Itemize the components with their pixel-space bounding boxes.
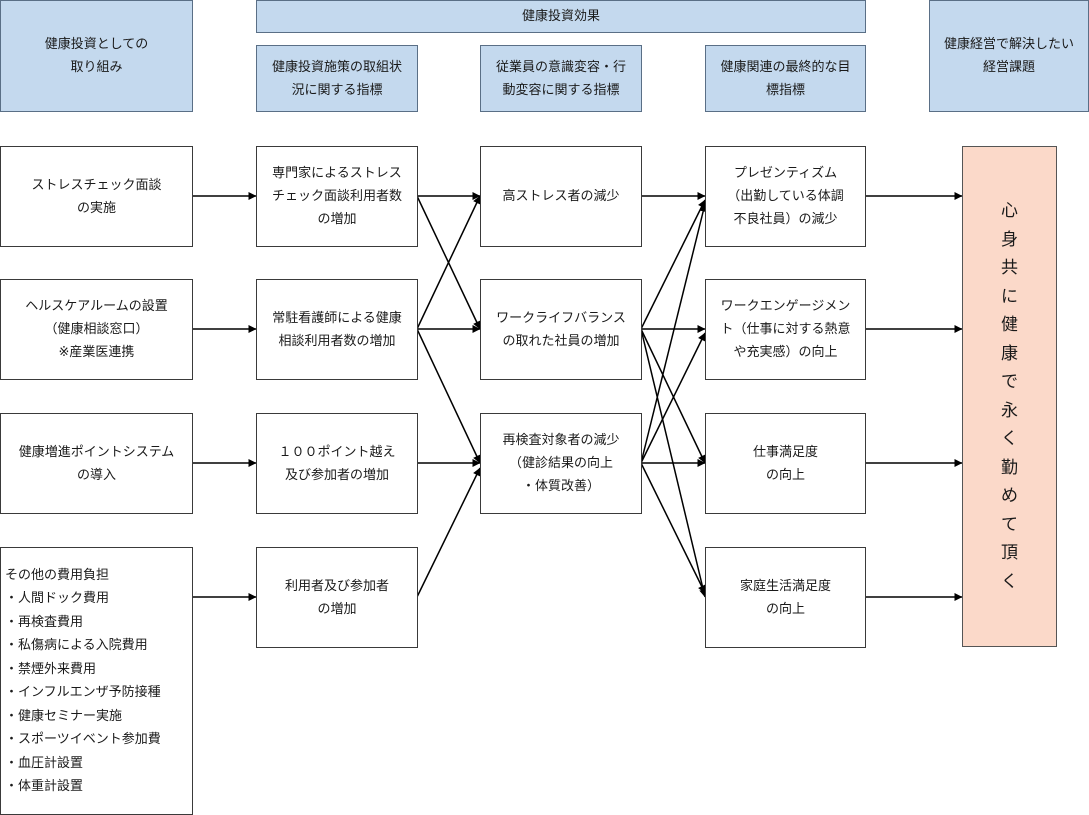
goal-char: 共	[1001, 258, 1018, 278]
arrow-nurse-to-reexam	[416, 328, 481, 464]
header-indicators-1-label: 健康投資施策の取組状 況に関する指標	[271, 59, 402, 98]
list-item: 健康セミナー実施	[5, 705, 161, 729]
header-initiatives-label: 健康投資としての 取り組み	[44, 37, 149, 75]
goal-char: に	[1001, 286, 1018, 307]
indicator-point-participants: １００ポイント越え 及び参加者の増加	[256, 413, 418, 514]
indicator-users-participants-label: 利用者及び参加者 の増加	[284, 578, 389, 617]
arrow-wlb-to-presenteeism	[640, 199, 706, 330]
header-effect: 健康投資効果	[256, 0, 866, 33]
list-item: 血圧計設置	[5, 752, 161, 776]
goal-char: て	[1001, 514, 1018, 535]
initiative-point-system-label: 健康増進ポイントシステム の導入	[18, 444, 175, 483]
initiative-stress-check-label: ストレスチェック面談 の実施	[31, 177, 162, 216]
list-item: 私傷病による入院費用	[5, 634, 161, 658]
list-item: 人間ドック費用	[5, 587, 161, 611]
initiative-healthcare-room: ヘルスケアルームの設置 （健康相談窓口） ※産業医連携	[0, 279, 193, 380]
initiative-healthcare-room-label: ヘルスケアルームの設置 （健康相談窓口） ※産業医連携	[25, 299, 168, 360]
goal-char: 健	[1001, 315, 1018, 335]
indicator-expert-interviews: 専門家によるストレス チェック面談利用者数 の増加	[256, 146, 418, 247]
list-item: 禁煙外来費用	[5, 658, 161, 682]
management-goal-text: 心 身 共 に 健 康 で 永 く 勤 め て 頂 く	[1001, 197, 1018, 596]
management-goal: 心 身 共 に 健 康 で 永 く 勤 め て 頂 く	[962, 146, 1057, 647]
header-indicators-1: 健康投資施策の取組状 況に関する指標	[256, 45, 418, 112]
goal-char: め	[1001, 486, 1018, 506]
header-indicators-2: 従業員の意識変容・行 動変容に関する指標	[480, 45, 642, 112]
indicator-nurse-consultations: 常駐看護師による健康 相談利用者数の増加	[256, 279, 418, 380]
header-effect-label: 健康投資効果	[521, 9, 600, 24]
other-costs-list: 人間ドック費用 再検査費用 私傷病による入院費用 禁煙外来費用 インフルエンザ予…	[5, 587, 161, 799]
indicator-work-engagement: ワークエンゲージメン ト（仕事に対する熱意 や充実感）の向上	[705, 279, 866, 380]
goal-char: 頂	[1001, 543, 1018, 563]
header-management: 健康経営で解決したい 経営課題	[929, 0, 1089, 112]
indicator-family-satisfaction-label: 家庭生活満足度 の向上	[739, 578, 831, 617]
other-costs-title: その他の費用負担	[5, 567, 110, 583]
initiative-point-system: 健康増進ポイントシステム の導入	[0, 413, 193, 514]
list-item: スポーツイベント参加費	[5, 728, 161, 752]
arrow-nurse-to-highstress	[416, 195, 481, 330]
header-management-label: 健康経営で解決したい 経営課題	[943, 37, 1074, 75]
arrow-users-to-reexam	[416, 467, 481, 598]
goal-char: 身	[1001, 229, 1018, 250]
goal-char: く	[1001, 429, 1018, 449]
indicator-reexamination: 再検査対象者の減少 （健診結果の向上 ・体質改善）	[480, 413, 642, 514]
indicator-reexamination-label: 再検査対象者の減少 （健診結果の向上 ・体質改善）	[502, 433, 620, 494]
indicator-expert-interviews-label: 専門家によるストレス チェック面談利用者数 の増加	[271, 166, 402, 227]
arrow-wlb-to-satisfaction	[640, 328, 706, 464]
list-item: 体重計設置	[5, 775, 161, 799]
indicator-work-engagement-label: ワークエンゲージメン ト（仕事に対する熱意 や充実感）の向上	[720, 299, 851, 360]
initiative-other-costs: その他の費用負担 人間ドック費用 再検査費用 私傷病による入院費用 禁煙外来費用…	[0, 547, 193, 815]
header-indicators-3: 健康関連の最終的な目 標指標	[705, 45, 866, 112]
indicator-high-stress: 高ストレス者の減少	[480, 146, 642, 247]
indicator-presenteeism-label: プレゼンティズム （出勤している体調 不良社員）の減少	[727, 166, 844, 227]
indicator-nurse-consultations-label: 常駐看護師による健康 相談利用者数の増加	[272, 310, 402, 349]
header-initiatives: 健康投資としての 取り組み	[0, 0, 193, 112]
indicator-work-life-balance: ワークライフバランス の取れた社員の増加	[480, 279, 642, 380]
arrow-reexam-to-family	[640, 462, 706, 594]
header-indicators-2-label: 従業員の意識変容・行 動変容に関する指標	[495, 59, 626, 98]
indicator-work-life-balance-label: ワークライフバランス の取れた社員の増加	[496, 310, 626, 349]
indicator-high-stress-label: 高ストレス者の減少	[502, 189, 620, 204]
indicator-presenteeism: プレゼンティズム （出勤している体調 不良社員）の減少	[705, 146, 866, 247]
goal-char: 心	[1001, 201, 1018, 221]
arrow-reexam-to-engagement	[640, 332, 706, 464]
arrow-reexam-to-presenteeism	[640, 203, 708, 464]
indicator-family-satisfaction: 家庭生活満足度 の向上	[705, 547, 866, 648]
goal-char: 康	[1001, 343, 1018, 364]
indicator-job-satisfaction-label: 仕事満足度 の向上	[752, 444, 818, 483]
list-item: 再検査費用	[5, 611, 161, 635]
goal-char: 勤	[1001, 457, 1018, 478]
indicator-point-participants-label: １００ポイント越え 及び参加者の増加	[278, 444, 396, 483]
goal-char: で	[1001, 372, 1018, 392]
initiative-stress-check: ストレスチェック面談 の実施	[0, 146, 193, 247]
header-indicators-3-label: 健康関連の最終的な目 標指標	[720, 59, 851, 98]
indicator-job-satisfaction: 仕事満足度 の向上	[705, 413, 866, 514]
goal-char: く	[1001, 571, 1018, 592]
indicator-users-participants: 利用者及び参加者 の増加	[256, 547, 418, 648]
list-item: インフルエンザ予防接種	[5, 681, 161, 705]
goal-char: 永	[1001, 400, 1018, 421]
